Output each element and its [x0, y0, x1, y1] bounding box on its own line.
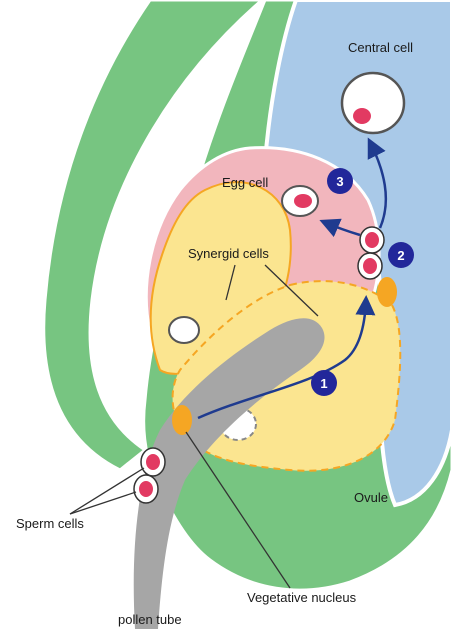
label-vegetative-nucleus: Vegetative nucleus — [247, 590, 357, 605]
sperm-leader-upper — [70, 468, 144, 514]
released-sperm-lower-nucleus — [363, 258, 377, 274]
sperm-leader-lower — [70, 492, 136, 514]
sperm-nucleus-upper — [146, 454, 160, 470]
step-badge-1-label: 1 — [320, 376, 327, 391]
central-cell-nucleus — [353, 108, 371, 124]
sperm-nucleus-lower — [139, 481, 153, 497]
central-cell-vacuole — [342, 73, 404, 133]
label-ovule: Ovule — [354, 490, 388, 505]
label-sperm-cells: Sperm cells — [16, 516, 84, 531]
synergid-nucleus — [377, 277, 397, 307]
step-badge-3-label: 3 — [336, 174, 343, 189]
label-synergid-cells: Synergid cells — [188, 246, 269, 261]
egg-nucleus — [294, 194, 312, 208]
step-badge-2-label: 2 — [397, 248, 404, 263]
label-egg-cell: Egg cell — [222, 175, 268, 190]
released-sperm-upper-nucleus — [365, 232, 379, 248]
vegetative-nucleus — [172, 405, 192, 435]
synergid-vacuole — [169, 317, 199, 343]
label-pollen-tube: pollen tube — [118, 612, 182, 627]
label-central-cell: Central cell — [348, 40, 413, 55]
